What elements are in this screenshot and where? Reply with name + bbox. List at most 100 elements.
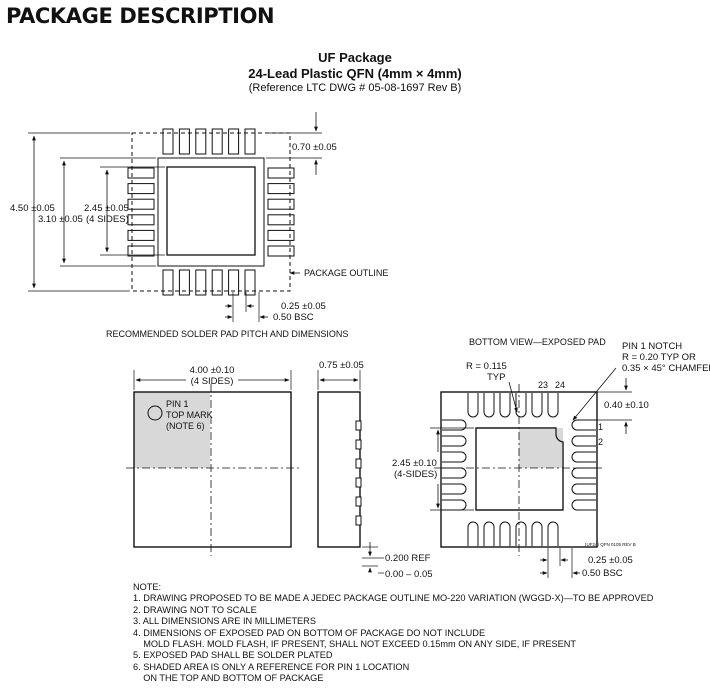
solder-pad-view: [28, 112, 322, 322]
bottom-lead: [547, 393, 559, 418]
package-outline: [131, 132, 291, 292]
side-lead: [355, 439, 362, 450]
side-lead: [355, 515, 362, 526]
bottom-view-caption: BOTTOM VIEW—EXPOSED PAD: [469, 337, 606, 347]
notes-block: NOTE: 1. DRAWING PROPOSED TO BE MADE A J…: [133, 582, 653, 685]
solder-pad: [195, 128, 207, 155]
bottom-lead: [467, 521, 479, 546]
top-view: [126, 370, 300, 556]
note-4: 4. DIMENSIONS OF EXPOSED PAD ON BOTTOM O…: [133, 627, 486, 638]
side-lead: [355, 477, 362, 488]
note-3: 3. ALL DIMENSIONS ARE IN MILLIMETERS: [133, 616, 316, 627]
dim-outer-label: 4.50 ±0.05: [10, 203, 55, 214]
solder-pad: [127, 214, 155, 226]
solder-pad: [267, 214, 295, 226]
solder-pad: [211, 269, 223, 296]
solder-pad: [244, 128, 256, 155]
package-description: 24-Lead Plastic QFN (4mm × 4mm): [248, 66, 462, 81]
bottom-lead: [442, 419, 467, 431]
bottom-lead: [571, 435, 596, 447]
package-body-side: [317, 391, 361, 548]
side-leads: [355, 420, 362, 526]
solder-pad: [162, 269, 174, 296]
solder-pad: [178, 128, 190, 155]
note-6-continued: ON THE TOP AND BOTTOM OF PACKAGE: [133, 673, 324, 684]
note-2: 2. DRAWING NOT TO SCALE: [133, 604, 257, 615]
bottom-view-bottom-leads: [467, 521, 559, 546]
bottom-dim-pad-sides-label: (4-SIDES): [394, 469, 437, 480]
dim-pad-sides-label: (4 SIDES): [86, 214, 129, 225]
bottom-lead: [499, 393, 511, 418]
dim-standoff-label: 0.00 – 0.05: [385, 569, 433, 580]
side-lead: [355, 420, 362, 431]
bottom-dim-lead-label: 0.40 ±0.10: [604, 400, 649, 411]
right-lead-pads: [267, 167, 295, 257]
solder-pad: [267, 198, 295, 210]
bottom-lead: [571, 483, 596, 495]
bottom-view-right-leads: [571, 419, 596, 511]
package-name: UF Package: [318, 50, 392, 65]
solder-pad: [228, 128, 240, 155]
bottom-view-top-leads: [467, 393, 559, 418]
solder-pad: [178, 269, 190, 296]
bottom-lead: [531, 521, 543, 546]
pin1-notch-radius-label: R = 0.20 TYP OR: [622, 352, 696, 363]
bottom-lead: [531, 393, 543, 418]
pin1-notch-chamfer-label: 0.35 × 45° CHAMFER: [622, 363, 710, 374]
dim-ref-label: 0.200 REF: [385, 553, 431, 564]
bottom-lead: [547, 521, 559, 546]
solder-pad: [228, 269, 240, 296]
dim-pitch-label: 0.50 BSC: [273, 312, 314, 323]
note-4-continued: MOLD FLASH. MOLD FLASH, IF PRESENT, SHAL…: [133, 639, 576, 650]
radius-label: R = 0.115: [466, 361, 507, 372]
solder-pad-outline: [157, 157, 265, 267]
drawing-reference: (Reference LTC DWG # 05-08-1697 Rev B): [248, 82, 462, 94]
note-1: 1. DRAWING PROPOSED TO BE MADE A JEDEC P…: [133, 593, 654, 604]
pin1-shaded-area: [134, 392, 210, 468]
pin1-top-mark-label: TOP MARK: [166, 410, 213, 420]
side-lead: [355, 458, 362, 469]
solder-pad: [267, 245, 295, 257]
bottom-lead: [442, 467, 467, 479]
bottom-lead-pads: [162, 269, 256, 296]
note-5: 5. EXPOSED PAD SHALL BE SOLDER PLATED: [133, 650, 333, 661]
solder-pad: [127, 198, 155, 210]
side-lead: [355, 496, 362, 507]
bottom-lead: [483, 521, 495, 546]
bottom-lead: [515, 521, 527, 546]
side-view: [317, 370, 384, 574]
bottom-lead: [571, 467, 596, 479]
solder-pad: [127, 167, 155, 179]
pin-1-label: 1: [598, 422, 603, 432]
dim-lead-width-label: 0.25 ±0.05: [281, 301, 326, 312]
bottom-lead: [442, 499, 467, 511]
dim-pad-label: 2.45 ±0.05: [84, 203, 129, 214]
pin1-note-label: (NOTE 6): [166, 421, 205, 431]
bottom-lead: [442, 483, 467, 495]
bottom-lead: [515, 393, 527, 418]
solder-pad-caption: RECOMMENDED SOLDER PAD PITCH AND DIMENSI…: [106, 329, 348, 339]
dim-inner-label: 3.10 ±0.05: [38, 214, 83, 225]
solder-pad: [267, 229, 295, 241]
notes-heading: NOTE:: [133, 582, 162, 592]
left-lead-pads: [127, 167, 155, 257]
bottom-lead: [442, 435, 467, 447]
solder-pad: [267, 183, 295, 195]
pin1-label: PIN 1: [166, 399, 189, 409]
solder-pad: [162, 128, 174, 155]
dim-height-label: 0.75 ±0.05: [319, 360, 364, 371]
dim-lead-length-label: 0.70 ±0.05: [292, 142, 337, 153]
bottom-lead: [442, 451, 467, 463]
solder-pad: [267, 167, 295, 179]
bottom-lead: [483, 393, 495, 418]
pin1-notch-label: PIN 1 NOTCH: [622, 341, 682, 352]
radius-typ-label: TYP: [487, 372, 505, 383]
pin-23-label: 23: [538, 380, 548, 390]
solder-pad: [127, 229, 155, 241]
package-outline-label: PACKAGE OUTLINE: [304, 268, 388, 278]
bottom-dim-pad-label: 2.45 ±0.10: [392, 458, 437, 469]
page-title: PACKAGE DESCRIPTION: [6, 4, 275, 28]
bottom-dim-pitch-label: 0.50 BSC: [582, 568, 623, 579]
solder-pad: [211, 128, 223, 155]
